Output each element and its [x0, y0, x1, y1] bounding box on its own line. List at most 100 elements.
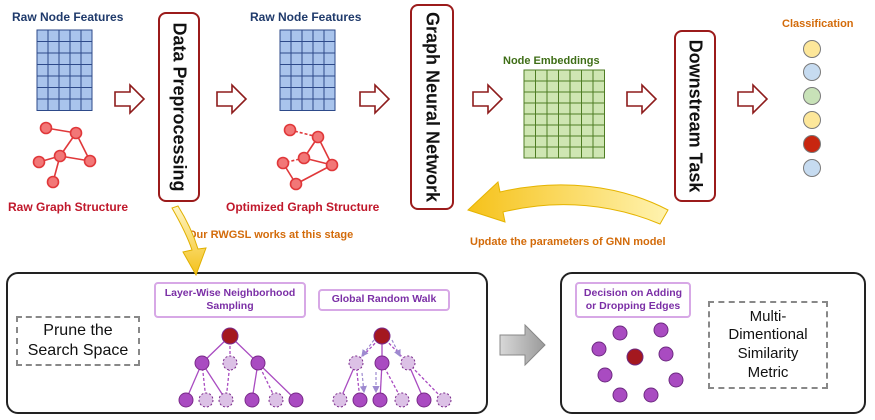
candidate-node	[612, 387, 628, 403]
matrix-cell	[323, 52, 336, 65]
candidate-node	[597, 367, 613, 383]
flow-arrow	[472, 83, 504, 115]
tree-node	[178, 392, 194, 408]
matrix-cell	[58, 64, 71, 77]
matrix-cell	[592, 124, 605, 137]
matrix-cell	[558, 69, 571, 82]
matrix-cell	[279, 52, 292, 65]
matrix-cell	[69, 64, 82, 77]
matrix-cell	[36, 52, 49, 65]
graph-node	[69, 126, 83, 140]
raw-node-features-label-2: Raw Node Features	[250, 10, 362, 24]
matrix-cell	[569, 102, 582, 115]
matrix-cell	[323, 64, 336, 77]
matrix-cell	[290, 75, 303, 88]
matrix-cell	[80, 98, 93, 111]
matrix-cell	[301, 29, 314, 42]
matrix-cell	[581, 146, 594, 159]
flow-arrow	[114, 83, 146, 115]
matrix-cell	[80, 75, 93, 88]
tree-node-sampled	[198, 392, 214, 408]
graph-node	[297, 151, 311, 165]
matrix-cell	[546, 91, 559, 104]
matrix-cell	[58, 87, 71, 100]
matrix-cell	[301, 87, 314, 100]
node-embedding-matrix	[523, 69, 605, 159]
stage-arrow	[171, 205, 207, 277]
matrix-cell	[546, 69, 559, 82]
matrix-cell	[80, 64, 93, 77]
matrix-cell	[301, 41, 314, 54]
matrix-cell	[558, 102, 571, 115]
matrix-cell	[80, 41, 93, 54]
matrix-cell	[290, 64, 303, 77]
matrix-cell	[301, 52, 314, 65]
raw-graph-structure-label: Raw Graph Structure	[8, 200, 129, 214]
matrix-cell	[558, 91, 571, 104]
matrix-cell	[592, 102, 605, 115]
matrix-cell	[36, 41, 49, 54]
similarity-metric-box: Multi-Dimentional Similarity Metric	[708, 301, 828, 389]
graph-node	[46, 175, 60, 189]
matrix-cell	[47, 75, 60, 88]
matrix-cell	[592, 146, 605, 159]
gnn-box: Graph Neural Network	[410, 4, 454, 210]
node-embeddings-label: Node Embeddings	[503, 55, 600, 67]
matrix-cell	[69, 98, 82, 111]
matrix-cell	[569, 135, 582, 148]
matrix-cell	[290, 52, 303, 65]
walk-node-sampled	[348, 355, 364, 371]
matrix-cell	[523, 80, 536, 93]
matrix-cell	[290, 29, 303, 42]
graph-node	[53, 149, 67, 163]
matrix-cell	[558, 113, 571, 126]
matrix-cell	[569, 124, 582, 137]
walk-node	[372, 392, 388, 408]
candidate-node	[658, 346, 674, 362]
tree-node-sampled	[268, 392, 284, 408]
optimized-graph-structure-label: Optimized Graph Structure	[226, 200, 380, 214]
class-node	[803, 159, 821, 177]
matrix-cell	[581, 124, 594, 137]
matrix-cell	[569, 146, 582, 159]
matrix-cell	[569, 113, 582, 126]
matrix-cell	[535, 91, 548, 104]
matrix-cell	[569, 91, 582, 104]
tree-root-node	[221, 327, 239, 345]
flow-arrow	[626, 83, 658, 115]
matrix-cell	[592, 135, 605, 148]
matrix-cell	[546, 135, 559, 148]
walk-node	[352, 392, 368, 408]
matrix-cell	[523, 102, 536, 115]
matrix-cell	[36, 87, 49, 100]
matrix-cell	[312, 64, 325, 77]
matrix-cell	[279, 41, 292, 54]
classification-label: Classification	[782, 18, 854, 30]
matrix-cell	[546, 113, 559, 126]
matrix-cell	[546, 124, 559, 137]
prune-search-space-box: Prune the Search Space	[16, 316, 140, 366]
matrix-cell	[323, 98, 336, 111]
matrix-cell	[569, 69, 582, 82]
walk-node	[416, 392, 432, 408]
matrix-cell	[535, 80, 548, 93]
matrix-cell	[47, 29, 60, 42]
matrix-cell	[36, 98, 49, 111]
matrix-cell	[581, 69, 594, 82]
matrix-cell	[523, 91, 536, 104]
matrix-cell	[535, 102, 548, 115]
flow-arrow	[216, 83, 248, 115]
matrix-cell	[301, 75, 314, 88]
walk-node	[374, 355, 390, 371]
matrix-cell	[312, 29, 325, 42]
matrix-cell	[312, 98, 325, 111]
matrix-cell	[58, 52, 71, 65]
flow-arrow	[737, 83, 769, 115]
walk-root-node	[373, 327, 391, 345]
matrix-cell	[323, 41, 336, 54]
matrix-cell	[581, 91, 594, 104]
target-node	[626, 348, 644, 366]
matrix-cell	[290, 87, 303, 100]
matrix-cell	[558, 80, 571, 93]
transition-arrow	[499, 323, 546, 367]
